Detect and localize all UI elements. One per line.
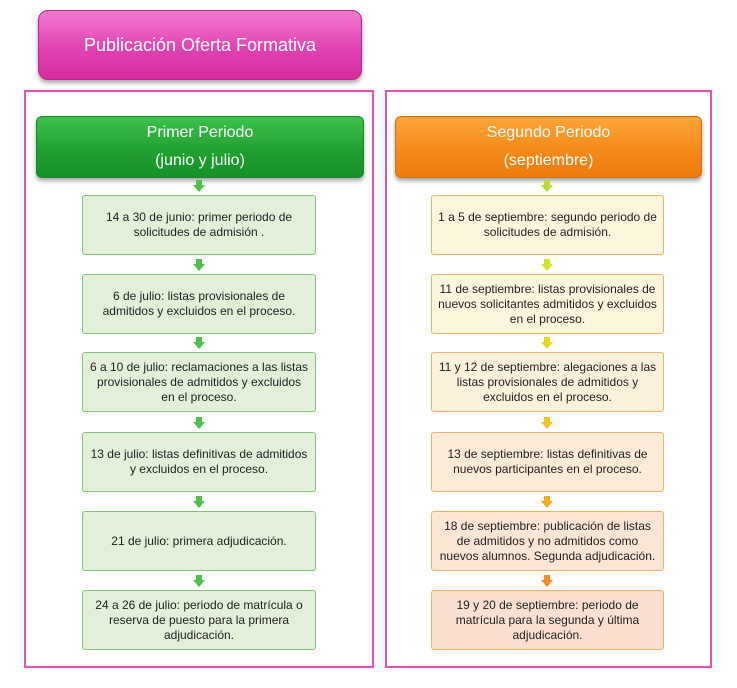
left-header-subtitle: (junio y julio) xyxy=(155,152,245,169)
left-step-4: 13 de julio: listas definitivas de admit… xyxy=(82,432,316,492)
left-panel xyxy=(24,90,374,668)
right-step-4: 13 de septiembre: listas definitivas de … xyxy=(431,432,664,492)
right-step-6: 19 y 20 de septiembre: periodo de matríc… xyxy=(431,590,664,650)
right-header-subtitle: (septiembre) xyxy=(503,152,594,169)
left-step-6: 24 a 26 de julio: periodo de matrícula o… xyxy=(82,590,316,650)
left-step-2: 6 de julio: listas provisionales de admi… xyxy=(82,274,316,334)
left-step-3: 6 a 10 de julio: reclamaciones a las lis… xyxy=(82,352,316,412)
left-step-1: 14 a 30 de junio: primer periodo de soli… xyxy=(82,195,316,255)
right-step-5: 18 de septiembre: publicación de listas … xyxy=(431,511,664,571)
right-step-1: 1 a 5 de septiembre: segundo periodo de … xyxy=(431,195,664,255)
right-step-3: 11 y 12 de septiembre: alegaciones a las… xyxy=(431,352,664,412)
left-step-5: 21 de julio: primera adjudicación. xyxy=(82,511,316,571)
left-header: Primer Periodo (junio y julio) xyxy=(36,116,364,178)
left-header-title: Primer Periodo xyxy=(146,124,254,141)
right-step-2: 11 de septiembre: listas provisionales d… xyxy=(431,274,664,334)
right-header: Segundo Periodo (septiembre) xyxy=(395,116,702,178)
right-header-title: Segundo Periodo xyxy=(486,124,611,141)
title-box: Publicación Oferta Formativa xyxy=(38,10,362,80)
diagram-title: Publicación Oferta Formativa xyxy=(83,34,317,55)
right-panel xyxy=(385,90,712,668)
